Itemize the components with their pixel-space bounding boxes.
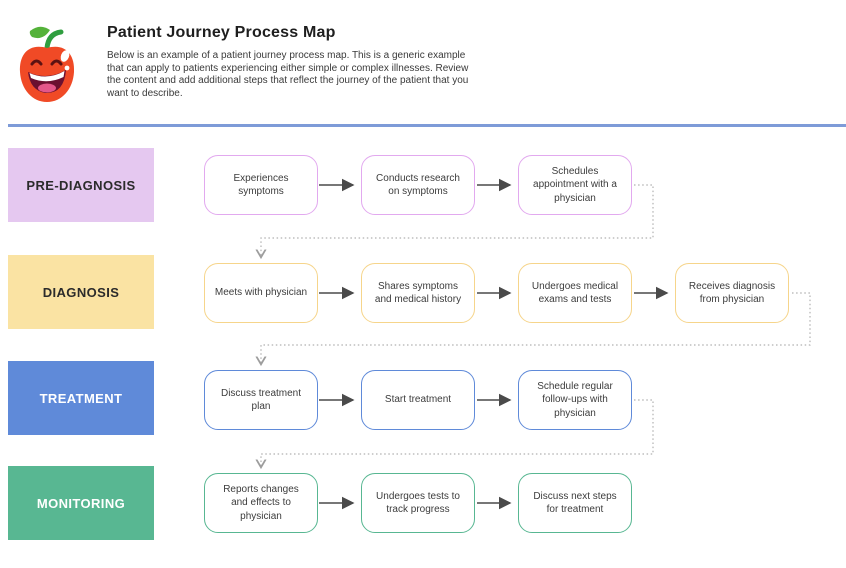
process-step: Receives diagnosis from physician: [675, 263, 789, 323]
process-step: Undergoes tests to track progress: [361, 473, 475, 533]
process-step: Reports changes and effects to physician: [204, 473, 318, 533]
process-step: Conducts research on symptoms: [361, 155, 475, 215]
phase-label-pre-diagnosis: PRE-DIAGNOSIS: [8, 148, 154, 222]
page-title: Patient Journey Process Map: [107, 24, 336, 41]
page-description: Below is an example of a patient journey…: [107, 50, 469, 99]
phase-label-diagnosis: DIAGNOSIS: [8, 255, 154, 329]
phase-label-monitoring: MONITORING: [8, 466, 154, 540]
process-step: Discuss next steps for treatment: [518, 473, 632, 533]
process-step: Experiences symptoms: [204, 155, 318, 215]
header-divider: [8, 124, 846, 127]
process-step: Start treatment: [361, 370, 475, 430]
process-step: Meets with physician: [204, 263, 318, 323]
process-step: Schedules appointment with a physician: [518, 155, 632, 215]
process-step: Undergoes medical exams and tests: [518, 263, 632, 323]
phase-label-treatment: TREATMENT: [8, 361, 154, 435]
process-step: Discuss treatment plan: [204, 370, 318, 430]
happy-apple-logo-icon: [19, 26, 75, 102]
process-step: Schedule regular follow-ups with physici…: [518, 370, 632, 430]
process-step: Shares symptoms and medical history: [361, 263, 475, 323]
